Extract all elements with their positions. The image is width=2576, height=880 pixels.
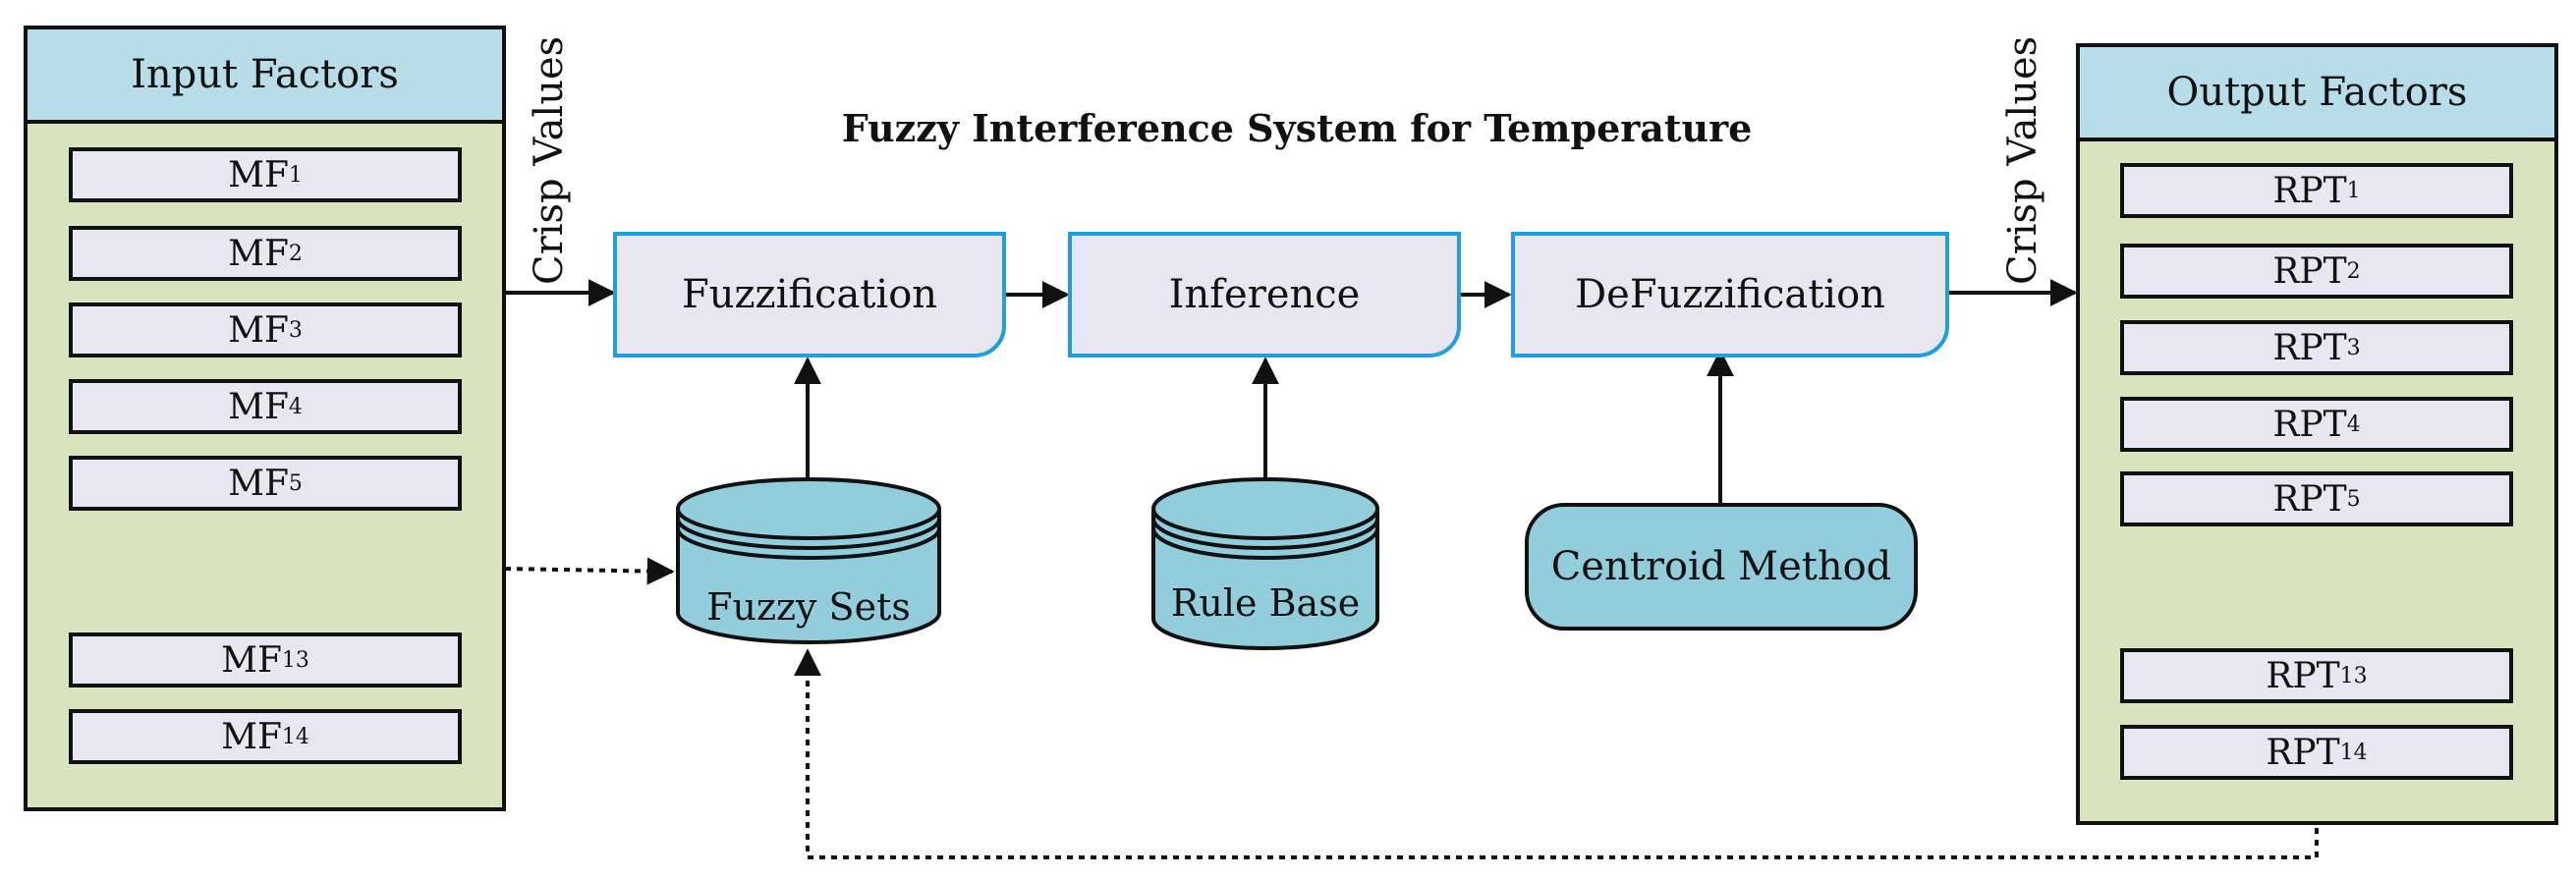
- input-factor-item-label: MF: [228, 233, 289, 274]
- output-factor-item-subscript: 13: [2339, 663, 2368, 688]
- input-factor-item-subscript: 2: [288, 241, 303, 266]
- input-factor-item-subscript: 14: [281, 724, 309, 749]
- output-factor-item-subscript: 4: [2346, 412, 2361, 437]
- centroid-method-box: Centroid Method: [1525, 503, 1918, 631]
- input-factor-item-label: MF: [228, 386, 289, 427]
- output-factor-item-label: RPT: [2272, 478, 2347, 520]
- rule-base-cylinder: [1151, 477, 1379, 650]
- input-factor-item-label: MF: [228, 309, 289, 351]
- output-factor-item-subscript: 3: [2346, 335, 2361, 360]
- input-factor-item-label: MF: [228, 463, 289, 504]
- rule-base-label: Rule Base: [1170, 581, 1361, 625]
- diagram-title: Fuzzy Interference System for Temperatur…: [841, 106, 1753, 150]
- input-factor-item-subscript: 5: [288, 470, 303, 496]
- input-factor-item-subscript: 1: [288, 162, 303, 188]
- output-factor-item-subscript: 5: [2346, 486, 2361, 512]
- input-factors-title: Input Factors: [28, 29, 502, 124]
- output-factor-item-subscript: 1: [2346, 178, 2361, 203]
- output-factor-item-subscript: 2: [2346, 258, 2361, 284]
- output-factor-item-label: RPT: [2266, 655, 2340, 696]
- input-factor-item-subscript: 3: [288, 317, 303, 343]
- input-factor-item-label: MF: [221, 716, 282, 757]
- input-factor-item-subscript: 4: [288, 394, 303, 419]
- output-factor-item-label: RPT: [2272, 404, 2347, 445]
- output-crisp-values-label: Crisp Values: [2000, 35, 2045, 285]
- input-crisp-values-label: Crisp Values: [527, 35, 572, 285]
- output-factor-item-label: RPT: [2266, 732, 2340, 773]
- output-factor-item-label: RPT: [2272, 170, 2347, 211]
- output-factor-item-label: RPT: [2272, 250, 2347, 292]
- input-factor-item-subscript: 13: [281, 647, 309, 673]
- input-factor-item-label: MF: [228, 154, 289, 195]
- output-factor-item-subscript: 14: [2339, 740, 2368, 765]
- defuzzification-box: DeFuzzification: [1511, 232, 1949, 358]
- output-factor-item-label: RPT: [2272, 327, 2347, 368]
- fuzzy-sets-label: Fuzzy Sets: [706, 585, 911, 629]
- feedback-dotted-arrow: [794, 648, 2319, 859]
- inference-box: Inference: [1068, 232, 1461, 358]
- output-factors-title: Output Factors: [2080, 47, 2554, 141]
- input-to-fuzzy-sets-dotted-arrow: [504, 557, 675, 585]
- input-factor-item-label: MF: [221, 639, 282, 681]
- fuzzification-box: Fuzzification: [613, 232, 1006, 358]
- fuzzy-sets-cylinder: [676, 477, 941, 644]
